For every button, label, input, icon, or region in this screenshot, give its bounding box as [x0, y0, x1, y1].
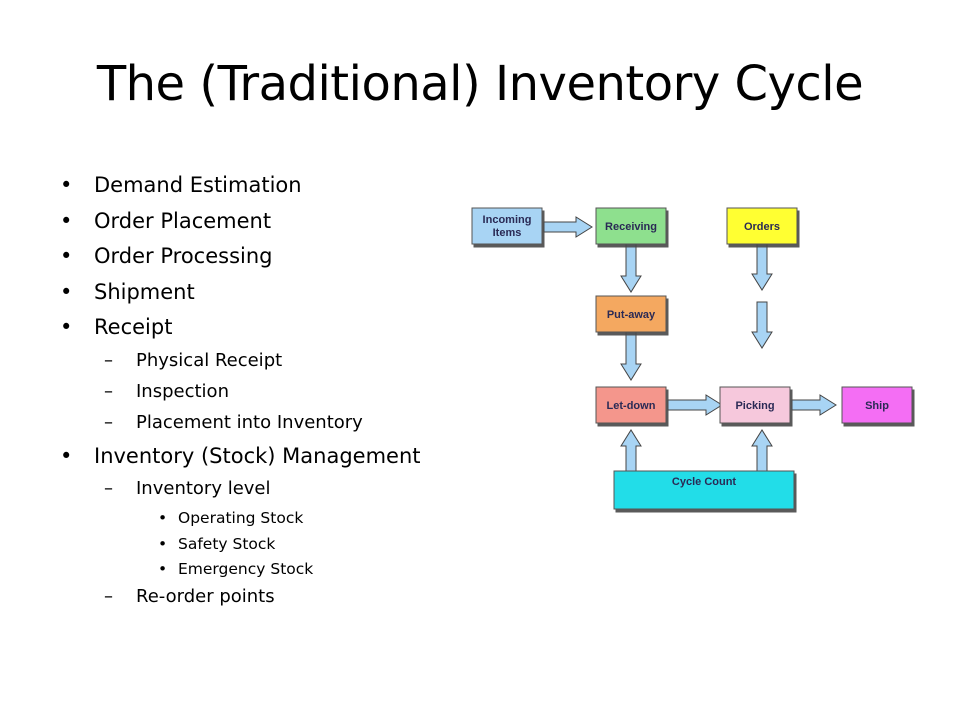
bullet-demand-estimation: Demand Estimation — [60, 170, 480, 206]
arrow-orders-to-picking-lower — [751, 301, 773, 349]
box-orders: Orders — [726, 207, 798, 245]
sub-bullet-physical-receipt: Physical Receipt — [60, 348, 480, 379]
box-receiving-label: Receiving — [605, 221, 657, 233]
arrow-cyclecount-to-letdown — [620, 429, 642, 473]
arrow-putaway-to-letdown — [620, 331, 642, 381]
box-receiving: Receiving — [595, 207, 667, 245]
slide-title: The (Traditional) Inventory Cycle — [96, 56, 864, 112]
box-cycle-count-label: Cycle Count — [672, 476, 737, 488]
box-letdown-label: Let-down — [607, 400, 656, 412]
bullet-order-placement: Order Placement — [60, 206, 480, 242]
sub-sub-bullet-operating-stock: Operating Stock — [60, 507, 480, 533]
box-incoming-items: Incoming Items — [471, 207, 543, 245]
arrow-cyclecount-to-picking — [751, 429, 773, 473]
sub-bullet-inspection: Inspection — [60, 379, 480, 410]
bullet-list: Demand Estimation Order Placement Order … — [60, 170, 480, 615]
bullet-inventory-management-label: Inventory (Stock) Management — [94, 443, 421, 468]
box-cycle-count: Cycle Count — [613, 470, 795, 510]
box-putaway: Put-away — [595, 295, 667, 333]
sub-sub-bullet-emergency-stock: Emergency Stock — [60, 558, 480, 584]
box-orders-label: Orders — [744, 221, 780, 233]
bullet-shipment: Shipment — [60, 277, 480, 313]
inventory-cycle-diagram: Incoming Items Receiving Orders Put-away… — [471, 207, 913, 510]
box-incoming-items-line2: Items — [493, 227, 522, 239]
box-incoming-items-line1: Incoming — [483, 214, 532, 226]
bullet-order-processing: Order Processing — [60, 241, 480, 277]
arrow-receiving-to-putaway — [620, 243, 642, 293]
box-putaway-label: Put-away — [607, 309, 656, 321]
arrow-picking-to-ship — [791, 394, 837, 416]
box-picking-label: Picking — [735, 400, 774, 412]
sub-bullet-re-order-points: Re-order points — [60, 584, 480, 615]
sub-bullet-inventory-level: Inventory level — [60, 476, 480, 507]
arrow-incoming-to-receiving — [543, 216, 593, 238]
box-picking: Picking — [719, 386, 791, 424]
sub-bullet-placement-into-inventory: Placement into Inventory — [60, 410, 480, 441]
box-ship: Ship — [841, 386, 913, 424]
arrow-orders-to-picking-upper — [751, 243, 773, 291]
box-letdown: Let-down — [595, 386, 667, 424]
arrow-letdown-to-picking — [667, 394, 723, 416]
box-ship-label: Ship — [865, 400, 889, 412]
sub-sub-bullet-safety-stock: Safety Stock — [60, 533, 480, 559]
bullet-receipt: Receipt — [60, 312, 480, 348]
bullet-inventory-management: Inventory (Stock) Management — [60, 441, 480, 477]
